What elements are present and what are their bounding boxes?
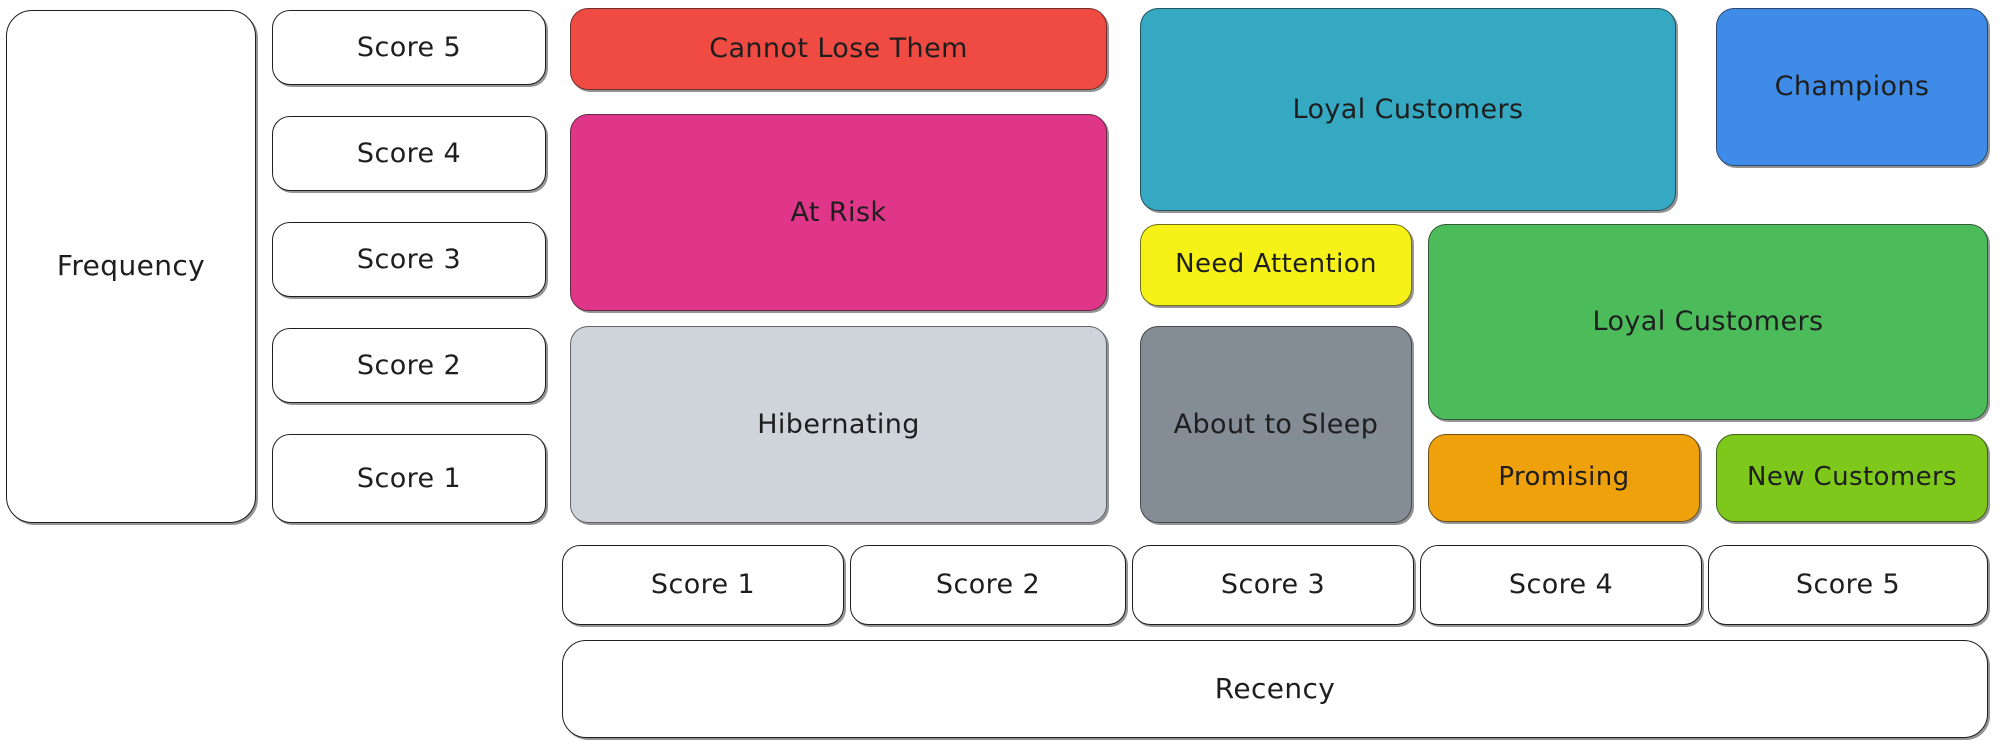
segment-cannot-lose-them[interactable]: Cannot Lose Them	[570, 8, 1107, 90]
segment-loyal-customers-teal[interactable]: Loyal Customers	[1140, 8, 1676, 211]
segment-new-customers-label: New Customers	[1746, 462, 1957, 493]
segment-need-attention[interactable]: Need Attention	[1140, 224, 1412, 306]
frequency-score-1[interactable]: Score 1	[272, 434, 546, 523]
segment-champions[interactable]: Champions	[1716, 8, 1988, 166]
frequency-score-5[interactable]: Score 5	[272, 10, 546, 85]
recency-score-1-label: Score 1	[650, 569, 756, 601]
recency-axis-label-text: Recency	[1214, 671, 1336, 705]
segment-about-to-sleep[interactable]: About to Sleep	[1140, 326, 1412, 523]
recency-score-3-label: Score 3	[1220, 569, 1326, 601]
recency-score-2-label: Score 2	[935, 569, 1041, 601]
recency-score-5[interactable]: Score 5	[1708, 545, 1988, 625]
frequency-score-4-label: Score 4	[356, 137, 462, 169]
recency-score-4-label: Score 4	[1508, 569, 1614, 601]
segment-champions-label: Champions	[1774, 71, 1930, 103]
frequency-axis-label-text: Frequency	[56, 249, 206, 283]
segment-loyal-customers-teal-label: Loyal Customers	[1292, 93, 1524, 125]
frequency-score-3-label: Score 3	[356, 243, 462, 275]
frequency-score-1-label: Score 1	[356, 462, 462, 494]
segment-loyal-customers-green-label: Loyal Customers	[1592, 306, 1824, 338]
segment-about-to-sleep-label: About to Sleep	[1173, 408, 1379, 440]
segment-hibernating[interactable]: Hibernating	[570, 326, 1107, 523]
recency-score-3[interactable]: Score 3	[1132, 545, 1414, 625]
frequency-score-3[interactable]: Score 3	[272, 222, 546, 297]
frequency-score-4[interactable]: Score 4	[272, 116, 546, 191]
segment-at-risk[interactable]: At Risk	[570, 114, 1107, 311]
segment-hibernating-label: Hibernating	[757, 408, 920, 440]
segment-promising[interactable]: Promising	[1428, 434, 1700, 522]
recency-score-5-label: Score 5	[1795, 569, 1901, 601]
frequency-score-2-label: Score 2	[356, 349, 462, 381]
frequency-score-2[interactable]: Score 2	[272, 328, 546, 403]
segment-at-risk-label: At Risk	[790, 196, 887, 228]
frequency-axis-label: Frequency	[6, 10, 256, 523]
segment-promising-label: Promising	[1498, 462, 1630, 493]
recency-axis-label: Recency	[562, 640, 1988, 738]
segment-new-customers[interactable]: New Customers	[1716, 434, 1988, 522]
frequency-score-5-label: Score 5	[356, 31, 462, 63]
recency-score-1[interactable]: Score 1	[562, 545, 844, 625]
segment-cannot-lose-them-label: Cannot Lose Them	[709, 33, 968, 65]
segment-need-attention-label: Need Attention	[1175, 249, 1377, 280]
segment-loyal-customers-green[interactable]: Loyal Customers	[1428, 224, 1988, 420]
recency-score-2[interactable]: Score 2	[850, 545, 1126, 625]
recency-score-4[interactable]: Score 4	[1420, 545, 1702, 625]
